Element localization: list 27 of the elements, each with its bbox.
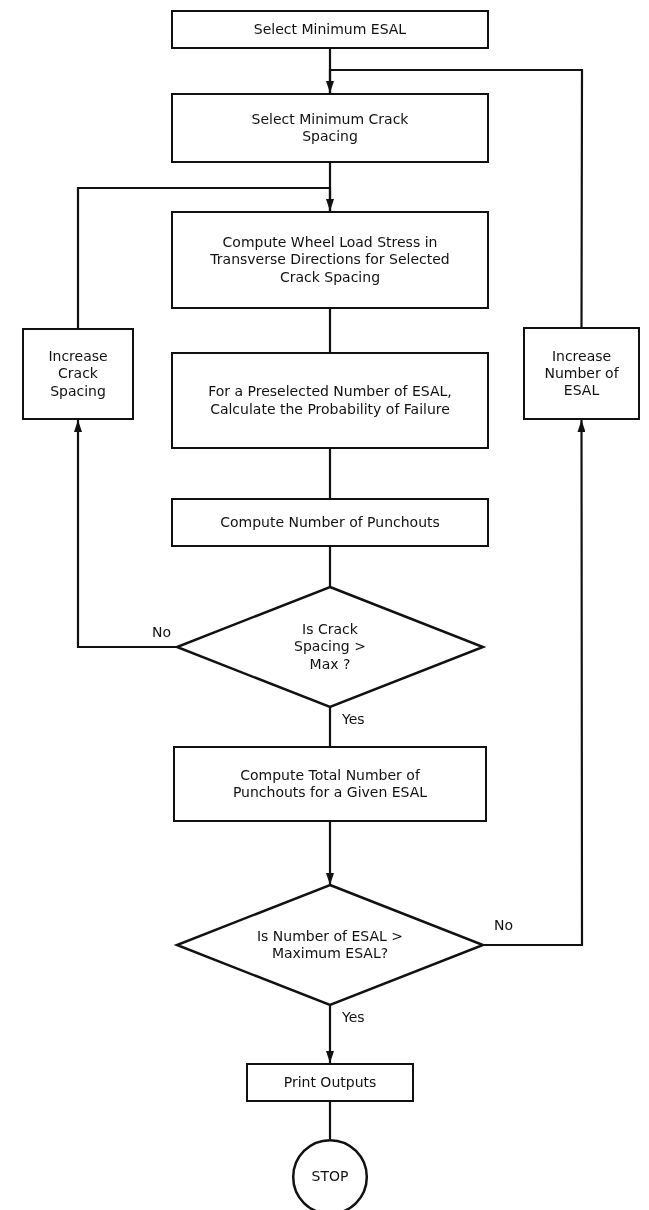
arrow: [326, 822, 334, 885]
node-label: Select Minimum Crack Spacing: [250, 110, 410, 146]
node-label: STOP: [311, 1168, 349, 1186]
node-label: Increase Number of ESAL: [543, 347, 620, 400]
process-box: [171, 211, 489, 309]
process-box: [173, 746, 487, 822]
process-box: [22, 328, 134, 420]
node-label: Is Number of ESAL > Maximum ESAL?: [255, 927, 405, 963]
process-box: [523, 327, 640, 420]
node-label: For a Preselected Number of ESAL, Calculate the Probability of Failure: [207, 383, 453, 418]
node-label: Print Outputs: [283, 1073, 377, 1092]
node-label: Compute Wheel Load Stress in Transverse Directions for Selected Crack Spacing: [209, 234, 451, 286]
arrow: [483, 420, 586, 947]
process-box: [171, 352, 489, 449]
arrow: [326, 1005, 334, 1063]
process-box: [171, 10, 489, 49]
arrow: [74, 420, 177, 649]
node-label: Compute Total Number of Punchouts for a Given ESAL: [231, 766, 429, 802]
node-label: Compute Number of Punchouts: [220, 513, 440, 532]
process-box: [246, 1063, 414, 1102]
arrow: [76, 186, 334, 328]
node-label: Is Crack Spacing > Max ?: [293, 621, 367, 673]
process-box: [171, 498, 489, 547]
node-label: Increase Crack Spacing: [47, 348, 109, 400]
process-box: [171, 93, 489, 163]
arrow: [326, 68, 584, 327]
node-label: Select Minimum ESAL: [253, 20, 407, 39]
